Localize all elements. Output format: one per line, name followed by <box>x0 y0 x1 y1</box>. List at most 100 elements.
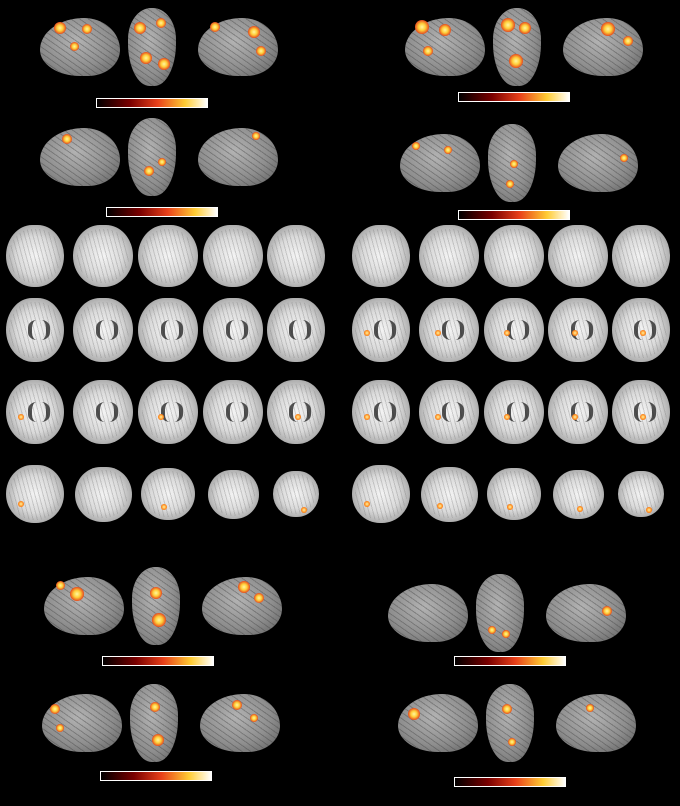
axial-slice <box>138 298 198 362</box>
gyri-texture <box>42 694 122 752</box>
cortical-folds <box>141 228 195 284</box>
brain-lateral-right-5 <box>546 584 626 642</box>
cortical-folds <box>206 228 260 284</box>
cortical-folds <box>76 301 130 359</box>
cortical-folds <box>270 301 322 359</box>
ventricle-shape <box>441 402 465 422</box>
axial-slice <box>267 225 325 287</box>
activation-blob <box>54 22 66 34</box>
gyri-texture <box>546 584 626 642</box>
cortical-folds <box>551 301 605 359</box>
activation-blob <box>601 22 615 36</box>
brain-dorsal-7 <box>486 684 534 762</box>
ventricle-shape <box>95 402 119 422</box>
activation-blob <box>444 146 452 154</box>
brain-lateral-left-5 <box>388 584 468 642</box>
ventricle-shape <box>160 320 184 340</box>
activation-spot <box>504 414 510 420</box>
activation-blob <box>254 593 264 603</box>
cortical-folds <box>615 228 667 284</box>
activation-spot <box>507 504 513 510</box>
cortical-folds <box>551 383 605 441</box>
cortical-folds <box>355 468 407 520</box>
cortical-folds <box>615 383 667 441</box>
cortical-folds <box>620 473 662 515</box>
axial-slice <box>141 468 195 520</box>
axial-slice <box>6 225 64 287</box>
axial-slice <box>484 298 544 362</box>
cortical-folds <box>76 228 130 284</box>
cortical-folds <box>206 383 260 441</box>
brain-lateral-right-3 <box>558 134 638 192</box>
brain-lateral-left-0 <box>40 18 120 76</box>
ventricle-shape <box>225 320 249 340</box>
activation-spot <box>576 505 583 512</box>
cortical-folds <box>422 228 476 284</box>
brain-lateral-left-6 <box>42 694 122 752</box>
cortical-folds <box>141 301 195 359</box>
activation-blob <box>620 154 628 162</box>
axial-slice <box>352 380 410 444</box>
cortical-folds <box>487 301 541 359</box>
axial-slice <box>73 225 133 287</box>
cortical-folds <box>270 383 322 441</box>
axial-slice <box>203 380 263 444</box>
activation-blob <box>250 714 258 722</box>
axial-slice <box>484 380 544 444</box>
activation-blob <box>439 24 451 36</box>
axial-slice <box>74 466 132 522</box>
gyri-texture <box>132 567 180 645</box>
axial-slice <box>203 298 263 362</box>
activation-spot <box>364 414 370 420</box>
gyri-texture <box>128 118 176 196</box>
activation-blob <box>509 54 523 68</box>
gyri-texture <box>130 684 178 762</box>
colorbar <box>96 98 208 108</box>
activation-blob <box>519 22 531 34</box>
activation-blob <box>502 704 512 714</box>
gyri-texture <box>476 574 524 652</box>
activation-spot <box>158 414 164 420</box>
brain-lateral-left-7 <box>398 694 478 752</box>
gyri-texture <box>556 694 636 752</box>
axial-slice <box>419 225 479 287</box>
brain-lateral-right-4 <box>202 577 282 635</box>
axial-slice <box>207 469 259 519</box>
activation-blob <box>144 166 154 176</box>
activation-spot <box>161 504 167 510</box>
gyri-texture <box>40 18 120 76</box>
cortical-folds <box>9 228 61 284</box>
gyri-texture <box>486 684 534 762</box>
activation-blob <box>62 134 72 144</box>
axial-slice <box>552 469 604 519</box>
activation-blob <box>56 724 64 732</box>
brain-lateral-right-2 <box>198 128 278 186</box>
brain-dorsal-5 <box>476 574 524 652</box>
activation-spot <box>295 414 301 420</box>
axial-slice <box>419 380 479 444</box>
axial-slice <box>419 298 479 362</box>
cortical-folds <box>355 301 407 359</box>
gyri-texture <box>388 584 468 642</box>
activation-spot <box>504 330 510 336</box>
brain-lateral-left-1 <box>405 18 485 76</box>
ventricle-shape <box>160 402 184 422</box>
activation-blob <box>134 22 146 34</box>
cortical-folds <box>355 228 407 284</box>
ventricle-shape <box>634 320 656 340</box>
brain-dorsal-1 <box>493 8 541 86</box>
activation-blob <box>70 587 84 601</box>
brain-lateral-right-1 <box>563 18 643 76</box>
gyri-texture <box>40 128 120 186</box>
ventricle-shape <box>506 320 530 340</box>
axial-slice <box>352 298 410 362</box>
gyri-texture <box>198 128 278 186</box>
ventricle-shape <box>225 402 249 422</box>
activation-blob <box>252 132 260 140</box>
activation-blob <box>232 700 242 710</box>
cortical-folds <box>210 472 256 516</box>
activation-spot <box>436 502 443 509</box>
ventricle-shape <box>28 320 50 340</box>
activation-blob <box>70 42 79 51</box>
ventricle-shape <box>289 402 311 422</box>
